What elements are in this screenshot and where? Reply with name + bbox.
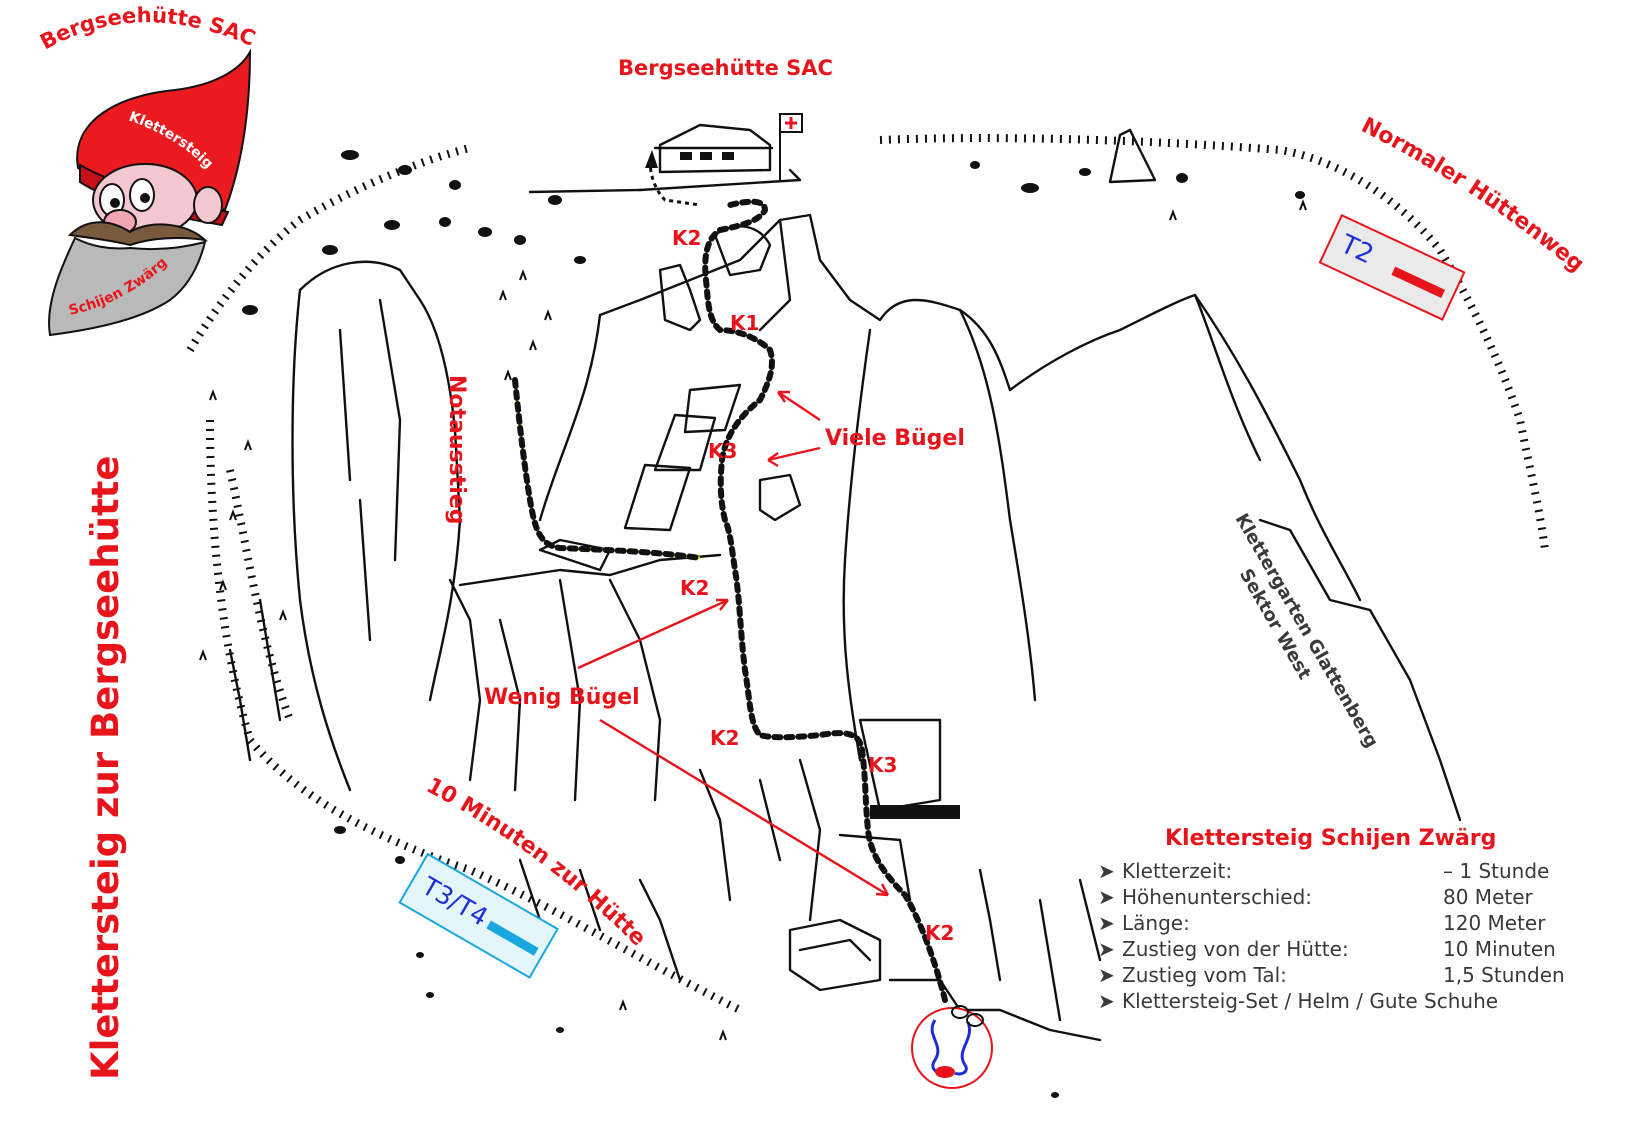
- info-row-value: 1,5 Stunden: [1443, 963, 1565, 987]
- info-rows: ➤ Kletterzeit: – 1 Stunde ➤ Höhenunterschied…: [1098, 859, 1565, 1013]
- grade-k2-mid: K2: [680, 576, 709, 600]
- wenig-buegel-arrow-1: [577, 598, 729, 670]
- info-row-label: Länge:: [1122, 911, 1190, 935]
- terrain-dotted-ridges: [186, 134, 1549, 1014]
- grade-k3-upper: K3: [708, 439, 737, 463]
- hut-label: Bergseehütte SAC: [618, 56, 833, 80]
- swiss-flag-icon: [779, 113, 803, 180]
- rock-formations: [228, 213, 1462, 1042]
- info-bullet-icon: ➤: [1098, 885, 1115, 909]
- grade-k2-lower: K2: [710, 726, 739, 750]
- info-row-label: Zustieg von der Hütte:: [1122, 937, 1349, 961]
- wenig-buegel-label: Wenig Bügel: [484, 685, 640, 710]
- info-title: Klettersteig Schijen Zwärg: [1165, 826, 1496, 851]
- mountain-hut-icon: Bergseehütte SAC: [528, 56, 833, 194]
- crag-label-line1: Klettergarten Glattenberg: [1231, 510, 1382, 751]
- info-bullet-icon: ➤: [1098, 989, 1115, 1013]
- info-row-value: 10 Minuten: [1443, 937, 1556, 961]
- info-bullet-icon: ➤: [1098, 963, 1115, 987]
- info-bullet-icon: ➤: [1098, 911, 1115, 935]
- via-ferrata-route: [702, 198, 948, 1003]
- grade-k2-bottom: K2: [925, 921, 954, 945]
- hut-access-path: [648, 159, 701, 207]
- vertical-title: Klettersteig zur Bergseehütte: [84, 456, 127, 1080]
- info-bullet-icon: ➤: [1098, 937, 1115, 961]
- crag-label: Klettergarten Glattenberg Sektor West: [1231, 510, 1382, 751]
- info-row-label: Zustieg vom Tal:: [1122, 963, 1287, 987]
- info-row-label: Kletterzeit:: [1122, 859, 1232, 883]
- grade-k1: K1: [730, 311, 759, 335]
- viele-buegel-arrow-1: [777, 390, 821, 421]
- info-row-label: Höhenunterschied:: [1122, 885, 1312, 909]
- viele-buegel-label: Viele Bügel: [825, 426, 965, 451]
- viele-buegel-arrow-2: [767, 446, 821, 468]
- t2-badge: T2: [1318, 213, 1466, 321]
- summit-marker-icon: [1108, 128, 1157, 184]
- grass-tufts: [199, 199, 1307, 1041]
- gnome-arc-title: Bergseehütte SAC: [36, 3, 259, 54]
- info-row-value: 120 Meter: [1443, 911, 1546, 935]
- wenig-buegel-arrow-2: [599, 718, 890, 897]
- info-bullet-icon: ➤: [1098, 859, 1115, 883]
- gnome-mascot-icon: Bergseehütte SAC Klettersteig Schijen Zw…: [36, 3, 259, 337]
- grade-k3-lower: K3: [868, 753, 897, 777]
- info-row-label: Klettersteig-Set / Helm / Gute Schuhe: [1122, 989, 1498, 1013]
- emergency-exit-dots: [512, 377, 703, 561]
- emergency-exit-label: Notausstieg: [444, 375, 469, 524]
- via-ferrata-set-icon: [911, 1005, 993, 1089]
- info-row-value: – 1 Stunde: [1443, 859, 1549, 883]
- info-row-value: 80 Meter: [1443, 885, 1534, 909]
- grade-k2-top: K2: [672, 226, 701, 250]
- t3t4-badge: T3/T4: [398, 852, 559, 979]
- info-box: Klettersteig Schijen Zwärg ➤ Kletterzeit:…: [1098, 826, 1565, 1013]
- scattered-boulders: [242, 150, 1305, 1098]
